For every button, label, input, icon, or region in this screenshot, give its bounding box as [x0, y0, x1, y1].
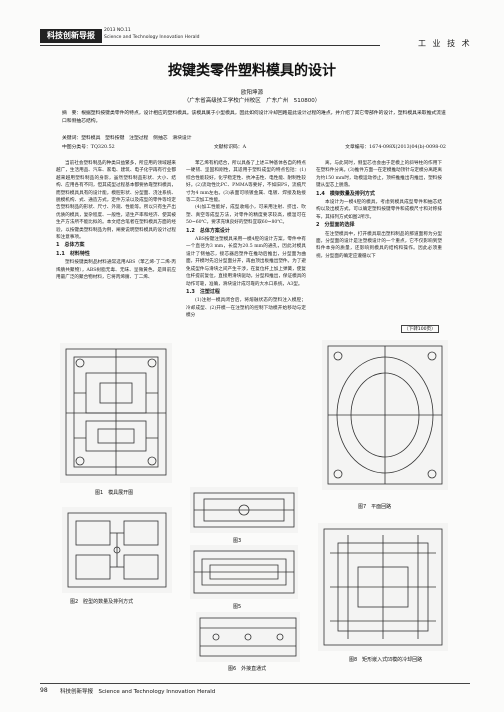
paragraph-2: 在注塑模具中，打开模具取出塑料制品的那道面称为分型面，分型面的设计是注塑模设计的…	[316, 231, 442, 259]
paragraph-2-b: (4)加工性能好，成型收缩小，可采用注射、挤出、吹塑、真空等成型方法，对零件的精…	[186, 205, 306, 226]
column-2: 苯乙烯有机结合，所以具备了上述三种基体各自的特点一硬韧、坚固和刚性，其适用于塑料…	[186, 160, 306, 320]
paragraph-1-4: 本设计为一模4腔的模具，考虑到模具成型零件和抽芯结构以及出模方式，可以确定塑料按…	[316, 200, 442, 220]
heading-2: 2 分型面的选择	[316, 222, 355, 229]
figure-1-mold-drawing	[60, 343, 172, 483]
journal-badge: 科技创新导报	[40, 29, 102, 43]
paragraph-1-3: (1)注射—模具闭合后，将熔融状态的塑料注入模腔；冷却成型、(2)开模—在注塑机…	[186, 298, 306, 319]
intro-paragraph: 当前社会塑料制品的种类日益繁多，所应用的领域越来越广，生活用品、汽车、家电、建筑…	[56, 161, 176, 241]
figure-1-caption: 图1 模具展开图	[95, 490, 134, 496]
column-1: 当前社会塑料制品的种类日益繁多，所应用的领域越来越广，生活用品、汽车、家电、建筑…	[56, 160, 176, 282]
clc-number: 中图分类号：TQ320.52	[62, 145, 115, 150]
figure-6-caption: 图6 外接直通式	[228, 666, 267, 672]
article-id: 文章编号：1674-098X(2013)04(b)-0098-02	[345, 145, 446, 150]
figure-3-drawing	[190, 487, 298, 533]
paragraph-1-1: 塑料按键类制品材料通常选用ABS（苯乙烯-丁二烯-丙烯腈共聚物），ABS树脂无毒…	[56, 260, 176, 281]
figure-7-drawing	[322, 340, 448, 490]
footer-journal: 科技创新导报 Science and Technology Innovation…	[60, 689, 216, 695]
paragraph-2-a: 苯乙烯有机结合，所以具备了上述三种基体各自的特点一硬韧、坚固和刚性，其适用于塑料…	[186, 161, 306, 204]
heading-1: 1 总体方案	[56, 242, 85, 249]
section-label: 工 业 技 术	[418, 39, 472, 48]
heading-1-2: 1.2 总体方案设计	[186, 227, 230, 234]
heading-1-3: 1.3 注塑过程	[186, 288, 220, 295]
paragraph-3-a: 离，与此同时，侧型芯也会由于定模上的斜导柱的作用下在塑料件分离。(3)推件方面—…	[316, 161, 442, 189]
footer-rule	[40, 683, 470, 684]
figure-8-caption: 图8 矩形嵌入式凹模的冷却回路	[349, 657, 423, 663]
figure-2-caption: 图2 腔型的数量及排列方式	[70, 599, 134, 605]
journal-english-name: Science and Technology Innovation Herald	[104, 35, 200, 40]
affiliation: （广东省高级技工学校广州校区 广东广州 510800）	[183, 98, 321, 104]
figure-2-cavity-layout	[62, 507, 172, 593]
figure-5-caption: 图5	[233, 604, 242, 610]
keywords: 关键词：塑料模具 塑料按键 注塑过程 侧抽芯 滑块设计	[62, 136, 192, 141]
continued-note: （下转100页）	[401, 325, 439, 333]
figure-7-caption: 图7 平面回路	[358, 504, 392, 510]
author: 欧阳坤源	[240, 90, 263, 96]
paragraph-1-2: ABS按键注塑模具采用一模4腔的设计方案，零件中有一个直径为3 mm，长度为20…	[186, 237, 306, 287]
header-rule	[40, 45, 380, 46]
figure-5-drawing	[190, 545, 298, 599]
figure-6-drawing	[196, 612, 300, 662]
page-number: 98	[40, 687, 48, 694]
figure-3-caption: 图3	[233, 538, 242, 544]
issue-number: 2013 NO.11	[104, 28, 131, 33]
document-code: 文献标识码：A	[213, 145, 247, 150]
heading-1-1: 1.1 材料特性	[56, 250, 90, 257]
column-3: 离，与此同时，侧型芯也会由于定模上的斜导柱的作用下在塑料件分离。(3)推件方面—…	[316, 160, 442, 260]
figure-8-drawing	[318, 523, 448, 651]
article-title: 按键类零件塑料模具的设计	[168, 63, 336, 79]
heading-1-4: 1.4 模架数量及排列方式	[316, 190, 375, 197]
article-meta: 中图分类号：TQ320.52 文献标识码：A 文章编号：1674-098X(20…	[62, 143, 446, 150]
abstract: 摘 要：根据塑料按键类零件的特点，设计相应的塑料模具。该模具属于小型模具，因此如…	[62, 111, 446, 124]
